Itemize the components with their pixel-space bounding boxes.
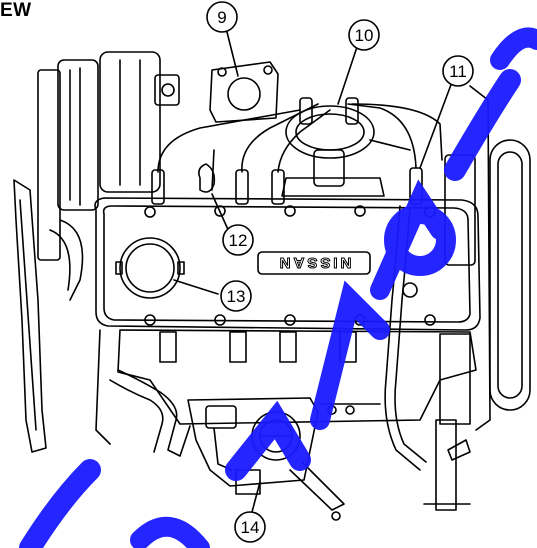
view-header: EW: [0, 0, 32, 21]
callout-14-circle: [234, 511, 266, 543]
leader-12: [211, 193, 231, 235]
callout-11-circle: [442, 55, 474, 87]
nameplate-text: NISSAN: [277, 254, 352, 271]
thermostat-housing: [209, 61, 279, 123]
callout-9: 9: [217, 8, 226, 27]
oil-filler-cap: [115, 237, 185, 299]
water-hose: [49, 219, 191, 457]
leader-10: [337, 43, 359, 105]
leader-14: [251, 481, 261, 513]
callout-13-circle: [220, 280, 252, 312]
callout-9-circle: [206, 1, 238, 33]
spark-plug-wires: [151, 103, 423, 205]
callout-11: 11: [449, 62, 467, 81]
callout-10: 10: [355, 26, 374, 45]
leader-13: [173, 279, 219, 295]
nameplate-frame: [257, 251, 371, 275]
callout-12-circle: [222, 224, 254, 256]
valve-cover: [94, 197, 481, 331]
distributor: [281, 97, 411, 197]
alternator: [37, 51, 180, 261]
leader-11: [419, 81, 453, 169]
callout-10-circle: [348, 19, 380, 51]
fan-blade: [13, 179, 47, 453]
callout-12: 12: [229, 231, 248, 250]
crank-pulley: [444, 85, 531, 431]
callout-13: 13: [227, 287, 246, 306]
watermark: [19, 27, 537, 548]
leader-9: [225, 27, 239, 77]
engine-mount: [423, 419, 471, 511]
callout-14: 14: [241, 518, 260, 537]
